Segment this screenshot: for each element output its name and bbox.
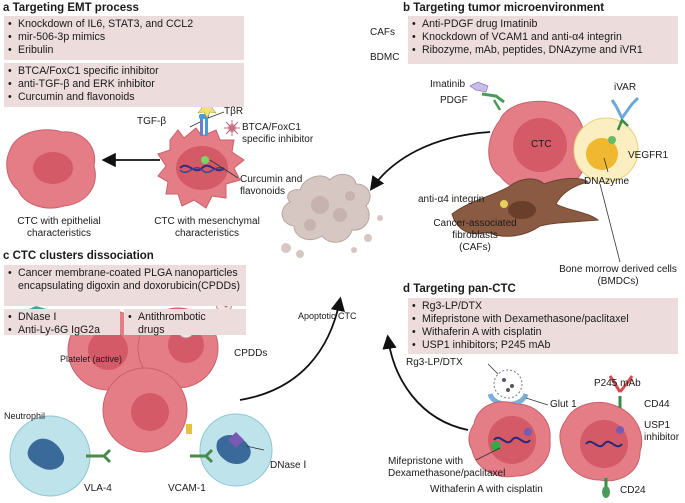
panel-b-item: Anti-PDGF drug Imatinib [412,18,678,31]
pdgf-icon [481,92,505,104]
ctc-cell-b [488,99,586,195]
panel-d-box: Rg3-LP/DTX Mifepristone with Dexamethaso… [408,298,678,354]
vla4-label: VLA-4 [84,483,112,494]
vegfr1-icon [616,117,629,131]
ctc-cell-d2 [559,402,643,482]
neutrophil-left [9,415,91,497]
arrow-c-to-center [239,296,345,401]
panel-d-item: Mifepristone with Dexamethasone/paclitax… [412,313,678,326]
pdgf-label: PDGF [440,95,468,106]
panel-c-box-2: DNase Ⅰ Anti-Ly-6G IgG2a [4,309,120,337]
ctc-label: CTC [531,139,552,150]
epithelial-ctc-cell [6,129,96,209]
platelet-label: Platelet (active) [60,354,123,364]
cd24-icon [602,478,610,498]
cd24-label: CD24 [620,485,646,496]
rg3-label: Rg3-LP/DTX [406,357,463,368]
panel-c-box-3: Antithrombotic drugs [124,309,246,336]
panel-a-item: anti-TGF-β and ERK inhibitor [8,78,244,91]
panel-d-title: d Targeting pan-CTC [403,283,516,295]
panel-b-box: Anti-PDGF drug Imatinib Knockdown of VCA… [408,16,678,64]
dnazyme-pointer [603,157,609,173]
panel-a-box-2: BTCA/FoxC1 specific inhibitor anti-TGF-β… [4,63,244,107]
tbr-label: TβR [224,106,244,117]
anti-a4-integrin-label: anti-α4 integrin [418,194,485,205]
panel-b-title: b Targeting tumor microenvironment [403,2,605,14]
panel-a-item: Eribulin [8,44,244,57]
panel-d-item: Rg3-LP/DTX [412,300,678,313]
caf-cell [451,177,600,237]
ctc-cell-d1 [468,401,551,478]
panel-c-item: Anti-Ly-6G IgG2a [8,324,120,337]
panel-a-item: Curcumin and flavonoids [8,91,244,104]
withaferin-label: Withaferin A with cisplatin [430,484,543,495]
panel-a-item: Knockdown of IL6, STAT3, and CCL2 [8,18,244,31]
panel-a-box-1: Knockdown of IL6, STAT3, and CCL2 mir-50… [4,16,244,60]
panel-b-item: Knockdown of VCAM1 and anti-α4 integrin [412,31,678,44]
dnase-label: DNase Ⅰ [270,460,307,471]
bmdc-cell [573,117,639,183]
panel-a-item: mir-506-3p mimics [8,31,244,44]
panel-c-item: Antithrombotic [128,311,246,324]
bmdc-pointer [599,183,621,263]
cafs-side-label: CAFs [370,27,395,38]
mesenchymal-ctc-cell [157,127,245,209]
panel-a-item: BTCA/FoxC1 specific inhibitor [8,65,244,78]
neutrophil-right [199,413,273,487]
neutrophil-label: Neutrophil [4,411,46,421]
panel-d-item: Withaferin A with cisplatin [412,326,678,339]
arrow-b-to-center [369,131,491,191]
imatinib-label: Imatinib [430,79,466,90]
rg3-lp-dtx-icon [487,363,523,399]
apoptotic-ctc-label: Apoptotic CTC [298,311,357,321]
panel-c-box-1: Cancer membrane-coated PLGA nanoparticle… [4,265,246,306]
apoptotic-ctc-icon [281,174,383,258]
bmdc-label: Bone morrow derived cells(BMDCs) [559,264,677,287]
curcumin-pointer [209,159,239,179]
vcam1-icon [186,424,214,464]
caf-label: Cancer-associated fibroblasts(CAFs) [433,218,517,253]
panel-c-item: DNase Ⅰ [8,311,120,324]
dnazyme-label: DNAzyme [584,176,630,187]
vcam1-label: VCAM-1 [168,483,206,494]
panel-d-item: USP1 inhibitors; P245 mAb [412,339,678,352]
panel-c-item: Cancer membrane-coated PLGA nanoparticle… [8,267,240,293]
cpdds-label: CPDDs [234,348,268,359]
panel-c-title: c CTC clusters dissociation [3,250,154,262]
panel-c-item-cont: drugs [138,324,165,336]
p245-antibody-icon [608,375,634,408]
cd44-label: CD44 [644,399,670,410]
btca-inhibitor-icon [224,120,240,136]
panel-a-title: a Targeting EMT process [3,2,139,14]
bdmc-side-label: BDMC [370,52,400,63]
dnase-icon [228,432,265,451]
glut1-label: Glut 1 [550,399,577,410]
ivar-antibody-icon [610,96,640,119]
vla4-icon [86,448,112,464]
imatinib-icon [469,81,489,93]
ivar-label: iVAR [614,82,637,93]
p245-label: P245 mAb [594,378,641,389]
mifepristone-pointer [475,447,501,461]
arrow-d-to-center [382,334,469,431]
panel-b-item: Ribozyme, mAb, peptides, DNAzyme and iVR… [412,44,678,57]
vegfr1-label: VEGFR1 [628,150,669,161]
tgf-beta-label: TGF-β [137,116,167,127]
